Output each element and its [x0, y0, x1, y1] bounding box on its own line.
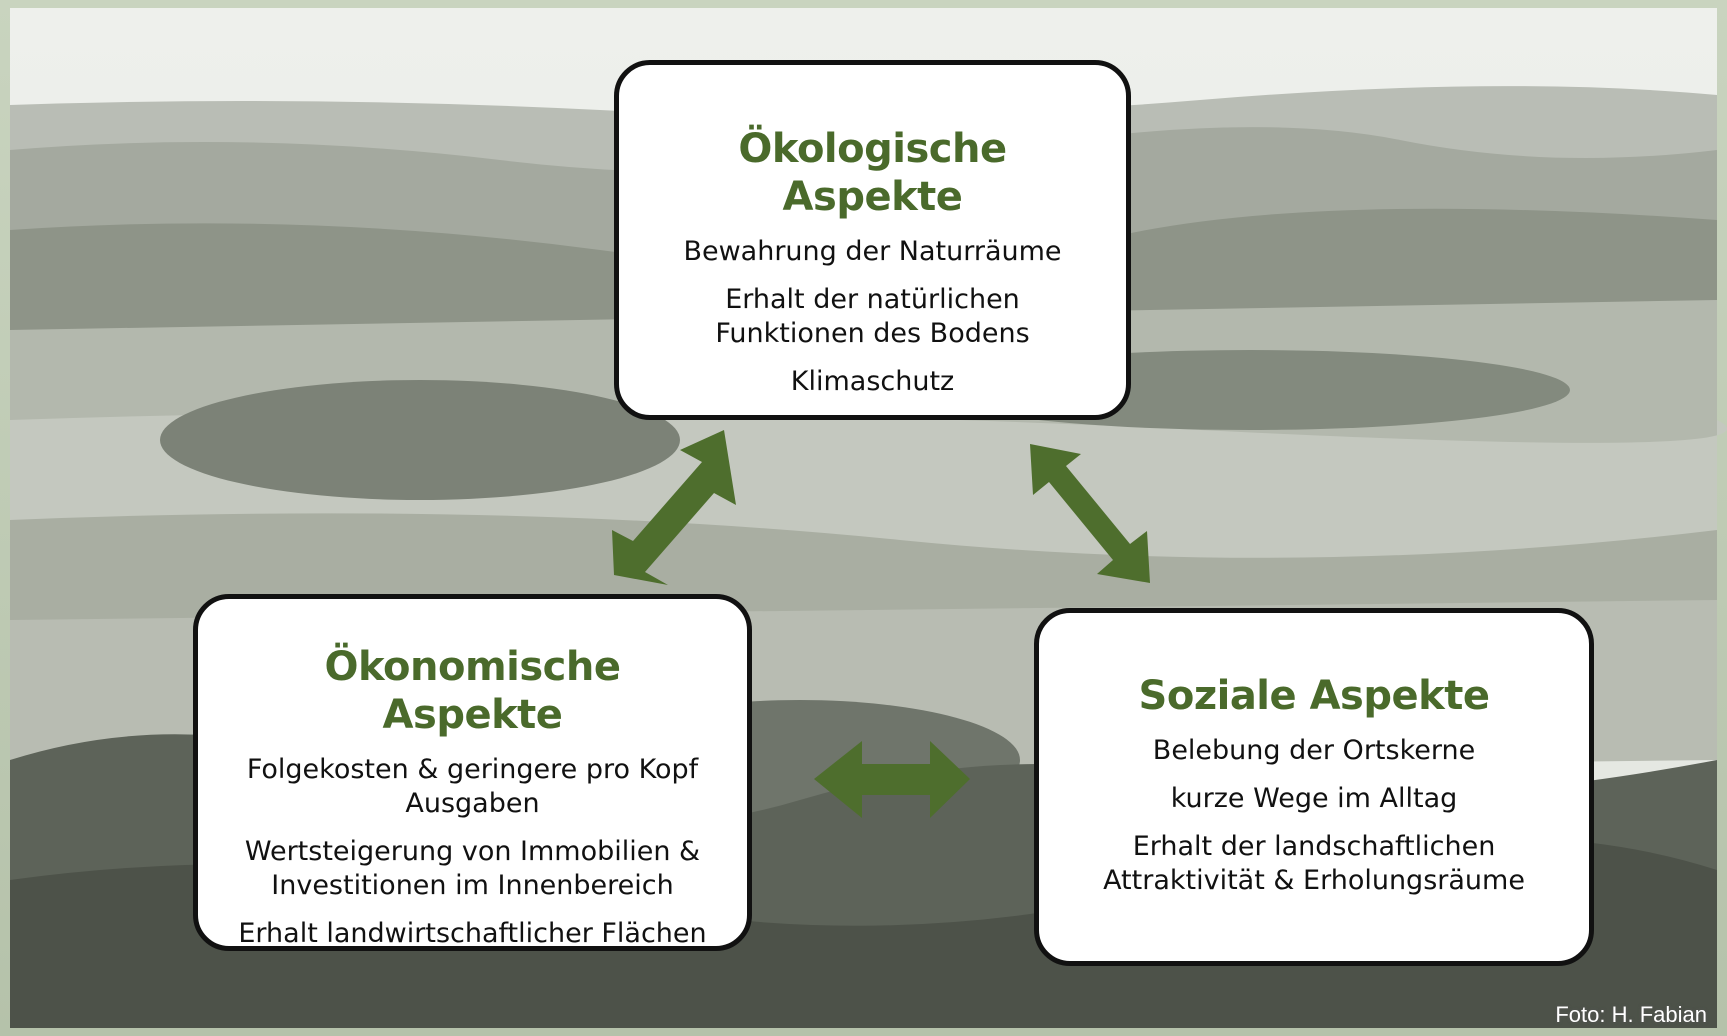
oekologische-aspekte-title: Ökologische Aspekte — [738, 126, 1007, 220]
soziale-aspekte-title: Soziale Aspekte — [1138, 673, 1490, 719]
list-item: Erhalt der landschaftlichen Attraktivitä… — [1103, 831, 1525, 896]
oekonomische-aspekte-title: Ökonomische Aspekte — [324, 644, 621, 738]
list-item: Bewahrung der Naturräume — [683, 236, 1062, 267]
list-item: Erhalt der natürlichen Funktionen des Bo… — [715, 284, 1030, 349]
oekologische-aspekte-list: Bewahrung der Naturräume Erhalt der natü… — [659, 235, 1086, 399]
list-item: Erhalt landwirtschaftlicher Flächen — [238, 918, 707, 949]
oekonomische-aspekte-list: Folgekosten & geringere pro Kopf Ausgabe… — [228, 753, 717, 951]
list-item: kurze Wege im Alltag — [1170, 783, 1458, 814]
soziale-aspekte-box: Soziale Aspekte Belebung der Ortskerne k… — [1034, 608, 1594, 966]
oekologische-aspekte-box: Ökologische Aspekte Bewahrung der Naturr… — [614, 60, 1131, 420]
oekonomische-aspekte-box: Ökonomische Aspekte Folgekosten & gering… — [193, 594, 752, 951]
soziale-aspekte-list: Belebung der Ortskerne kurze Wege im All… — [1069, 734, 1559, 898]
list-item: Wertsteigerung von Immobilien & Investit… — [244, 836, 701, 901]
photo-credit: Foto: H. Fabian — [1555, 1002, 1707, 1027]
list-item: Belebung der Ortskerne — [1152, 735, 1476, 766]
list-item: Folgekosten & geringere pro Kopf Ausgabe… — [246, 754, 699, 819]
list-item: Klimaschutz — [790, 366, 955, 397]
